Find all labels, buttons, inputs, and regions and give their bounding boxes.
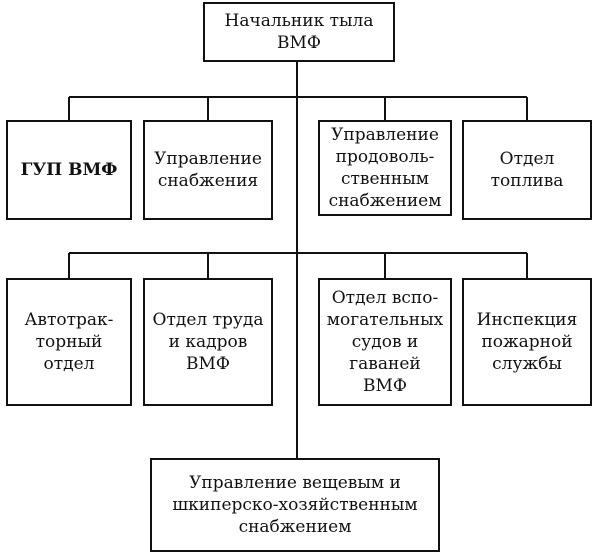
node-chief: Начальник тыла ВМФ [203, 2, 395, 62]
node-fuel: Отдел топлива [462, 120, 592, 220]
node-labor: Отдел труда и кадров ВМФ [143, 278, 273, 406]
node-food: Управление продоволь- ственным снабжение… [318, 120, 452, 216]
node-aux: Отдел вспо- могательных судов и гаваней … [318, 278, 452, 406]
connector-lines [68, 62, 528, 458]
node-gup: ГУП ВМФ [6, 120, 132, 220]
node-fire: Инспекция пожарной службы [462, 278, 592, 406]
node-clothing: Управление вещевым и шкиперско-хозяйстве… [150, 458, 440, 552]
node-supply: Управление снабжения [143, 120, 273, 220]
node-auto: Автотрак- торный отдел [6, 278, 132, 406]
